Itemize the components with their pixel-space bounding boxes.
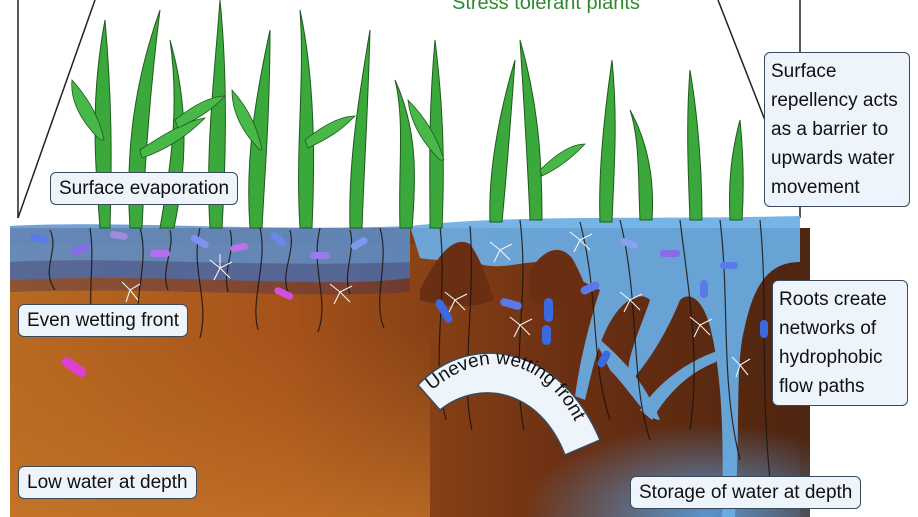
roots-create-networks-label: Roots create networks of hydrophobic flo… bbox=[772, 280, 908, 406]
soil-peaks bbox=[420, 241, 592, 311]
microbes bbox=[30, 231, 768, 378]
uneven-wetting-front-bubble bbox=[416, 352, 601, 456]
fungal-hyphae bbox=[121, 231, 751, 378]
surface-repellency-label: Surface repellency acts as a barrier to … bbox=[764, 52, 910, 207]
surface-evaporation-label: Surface evaporation bbox=[50, 172, 239, 205]
low-water-at-depth-label: Low water at depth bbox=[18, 466, 197, 499]
plants-heading: Stress tolerant plants bbox=[452, 0, 640, 14]
plant-leaves bbox=[71, 79, 586, 177]
even-water-layer bbox=[10, 224, 410, 295]
even-wetting-front-label: Even wetting front bbox=[18, 304, 189, 337]
storage-of-water-at-depth-label: Storage of water at depth bbox=[630, 476, 862, 509]
